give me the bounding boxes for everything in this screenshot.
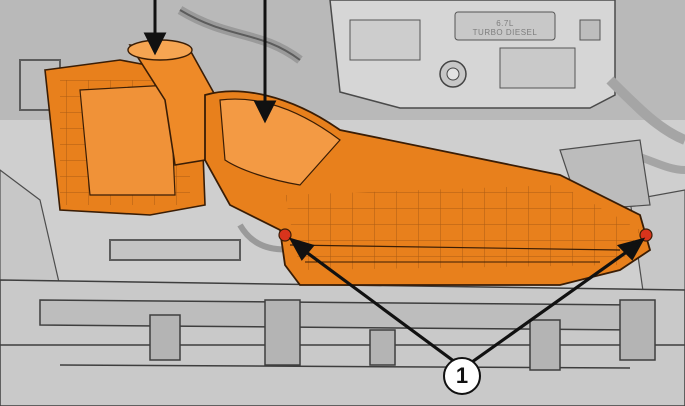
engine-cover	[329, 0, 616, 109]
callout-label: 1	[455, 363, 469, 388]
engine-size-text: 6.7L	[496, 19, 514, 28]
front-crossmember	[0, 279, 685, 406]
air-intake-duct	[204, 90, 652, 286]
bolt-icon	[278, 228, 653, 242]
callout-number-1: 1	[443, 357, 481, 395]
engine-cover-label: 6.7L TURBO DIESEL	[470, 19, 540, 37]
down-arrow-icon	[143, 0, 277, 124]
leader-arrow-icon	[288, 237, 646, 364]
engine-type-text: TURBO DIESEL	[472, 28, 538, 37]
